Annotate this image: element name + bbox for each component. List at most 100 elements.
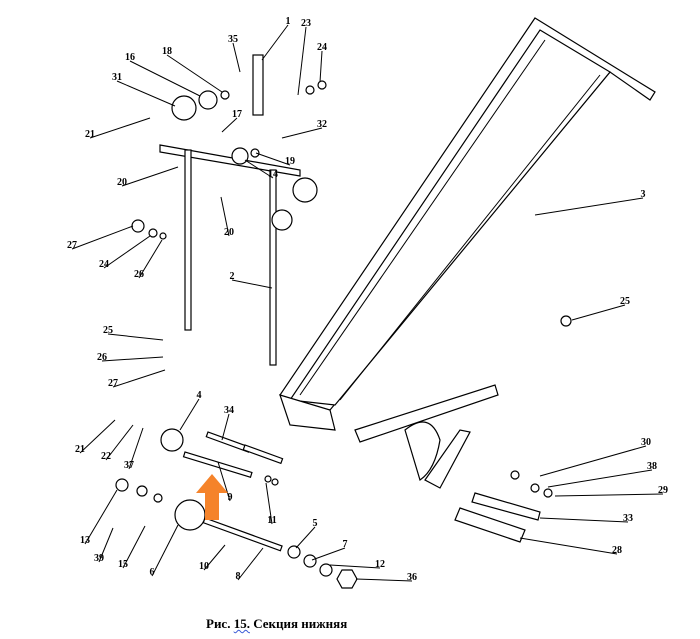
part-label-10: 10 [199,561,209,572]
part-label-38: 38 [647,461,657,472]
part-shape [317,80,327,90]
part-label-35: 35 [228,34,238,45]
part-shape [171,95,197,121]
part-label-6: 6 [150,567,155,578]
part-label-11: 11 [267,515,276,526]
part-shape [131,219,145,233]
part-shape [319,563,333,577]
part-label-28: 28 [612,545,622,556]
leader-line [232,42,241,73]
part-label-8: 8 [236,571,241,582]
part-shape [250,148,260,158]
leader-line [539,517,629,523]
part-label-3: 3 [641,189,646,200]
part-label-4: 4 [197,390,202,401]
small-parts [115,54,572,589]
leader-line [311,547,346,561]
part-label-30: 30 [641,437,651,448]
leader-line [534,197,644,216]
leader-line [103,235,151,269]
part-label-39: 39 [94,553,104,564]
leader-line [105,424,134,461]
part-shape [560,315,572,327]
leader-line [121,166,179,187]
part-shape [231,147,249,165]
leader-line [231,279,273,289]
leader-line [122,525,146,569]
part-shape [136,485,148,497]
leader-line [221,413,230,441]
part-label-34: 34 [224,405,234,416]
part-shape [153,493,163,503]
part-label-7: 7 [343,539,348,550]
leader-line [297,26,307,96]
leader-line [281,127,323,139]
part-label-16: 16 [125,52,135,63]
part-shape [543,488,553,498]
part-label-25: 25 [620,296,630,307]
part-label-1: 1 [286,16,291,27]
part-label-22: 22 [101,451,111,462]
part-shape [220,90,230,100]
part-shape [303,554,317,568]
part-shape [530,483,540,493]
leader-line [329,564,381,569]
leader-line [101,356,164,362]
part-label-21: 21 [75,444,85,455]
part-label-9: 9 [228,492,233,503]
conveyor-trough [279,17,656,489]
part-shape [271,478,279,486]
leader-line [116,80,176,107]
part-shape [305,85,315,95]
part-label-14: 14 [268,169,278,180]
leader-line [128,427,144,470]
caption-number: 15. [233,616,250,631]
leader-line [166,54,223,93]
part-label-29: 29 [658,485,668,496]
part-label-13: 13 [80,535,90,546]
leader-lines [71,24,664,582]
part-label-27: 27 [108,378,118,389]
frame [159,144,318,366]
leader-line [265,482,273,525]
part-label-26: 26 [134,269,144,280]
part-label-23: 23 [301,18,311,29]
part-label-19: 19 [285,156,295,167]
leader-line [244,159,274,179]
leader-line [554,493,664,497]
leader-line [295,526,316,549]
part-label-21: 21 [85,129,95,140]
part-label-37: 37 [124,460,134,471]
highlight-arrow [196,474,228,520]
part-shape [148,228,158,238]
leader-line [571,304,626,321]
part-shape [198,90,218,110]
leader-line [220,196,230,237]
leader-line [539,445,647,477]
part-label-24: 24 [99,259,109,270]
part-label-15: 15 [118,559,128,570]
leader-line [547,469,653,488]
caption-title: Секция нижняя [253,616,348,631]
part-label-25: 25 [103,325,113,336]
leader-line [107,333,164,341]
caption-prefix: Рис. [206,616,231,631]
leader-line [261,24,289,61]
part-label-5: 5 [313,518,318,529]
part-label-33: 33 [623,513,633,524]
leader-line [84,489,118,545]
part-label-12: 12 [375,559,385,570]
leader-line [179,398,200,431]
part-shape [510,470,520,480]
leader-line [217,461,231,502]
part-shape [115,478,129,492]
leader-line [519,537,618,555]
leader-line [129,60,201,97]
part-label-36: 36 [407,572,417,583]
leader-line [112,369,166,388]
figure-caption: Рис. 15. Секция нижняя [206,616,347,632]
leader-line [203,544,226,571]
leader-line [255,152,291,166]
